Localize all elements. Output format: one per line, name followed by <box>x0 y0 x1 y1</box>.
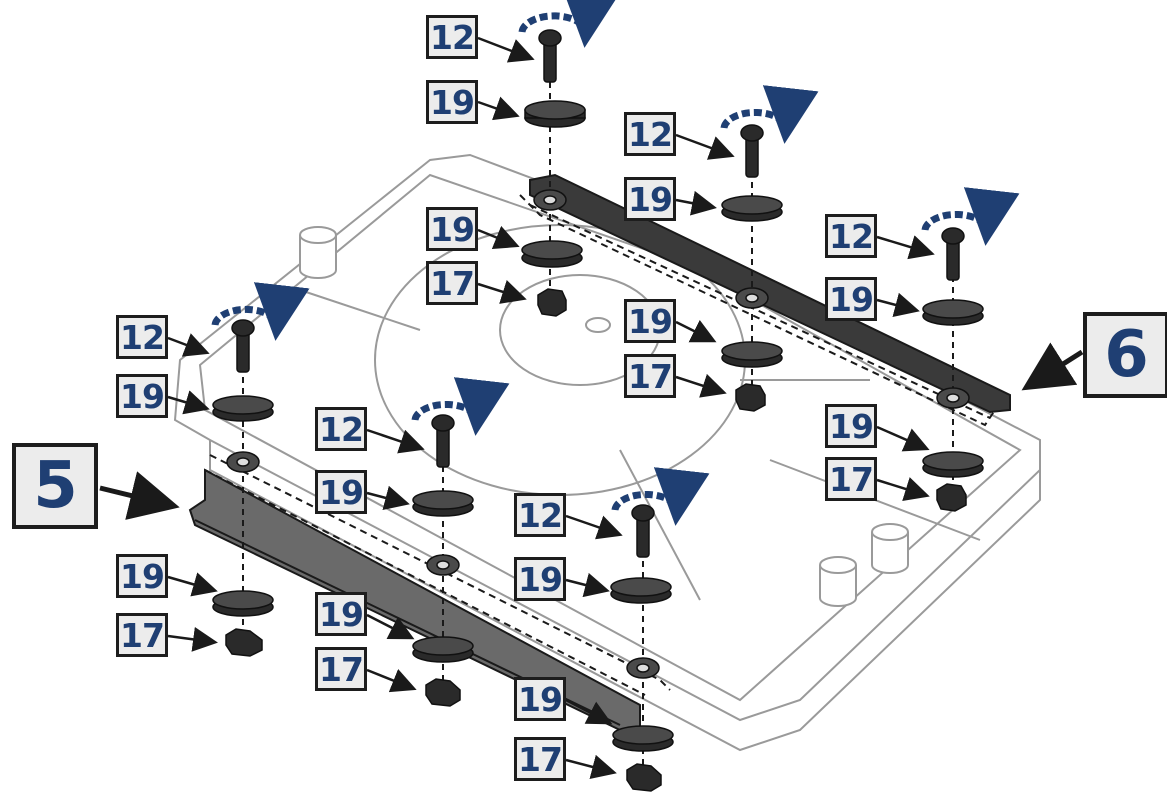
callout-washer-19: 19 <box>116 374 168 418</box>
callout-washer-19: 19 <box>624 299 676 343</box>
callout-screw-12: 12 <box>825 214 877 258</box>
callout-nut-17: 17 <box>514 737 566 781</box>
knobs <box>299 226 909 607</box>
callout-washer-19: 19 <box>514 557 566 601</box>
callout-nut-17: 17 <box>825 457 877 501</box>
callout-nut-17: 17 <box>315 647 367 691</box>
callout-washer-19: 19 <box>426 80 478 124</box>
big-arrows <box>99 342 1084 520</box>
callout-nut-17: 17 <box>426 261 478 305</box>
callout-6: 6 <box>1083 312 1167 398</box>
callout-screw-12: 12 <box>426 15 478 59</box>
callout-screw-12: 12 <box>315 407 367 451</box>
callout-washer-19: 19 <box>315 470 367 514</box>
callout-washer-19: 19 <box>825 404 877 448</box>
callout-washer-19: 19 <box>825 277 877 321</box>
callout-screw-12: 12 <box>116 315 168 359</box>
callout-screw-12: 12 <box>514 493 566 537</box>
callout-washer-19: 19 <box>116 554 168 598</box>
callout-5: 5 <box>12 443 98 529</box>
callout-washer-19: 19 <box>315 592 367 636</box>
callout-screw-12: 12 <box>624 112 676 156</box>
leader-arrows <box>167 36 935 780</box>
rail-6 <box>519 173 1011 427</box>
callout-washer-19: 19 <box>624 177 676 221</box>
callout-nut-17: 17 <box>624 354 676 398</box>
callout-washer-19: 19 <box>426 207 478 251</box>
rotation-arrows <box>211 0 1020 526</box>
callout-nut-17: 17 <box>116 613 168 657</box>
callout-washer-19: 19 <box>514 677 566 721</box>
fasteners <box>212 29 984 792</box>
